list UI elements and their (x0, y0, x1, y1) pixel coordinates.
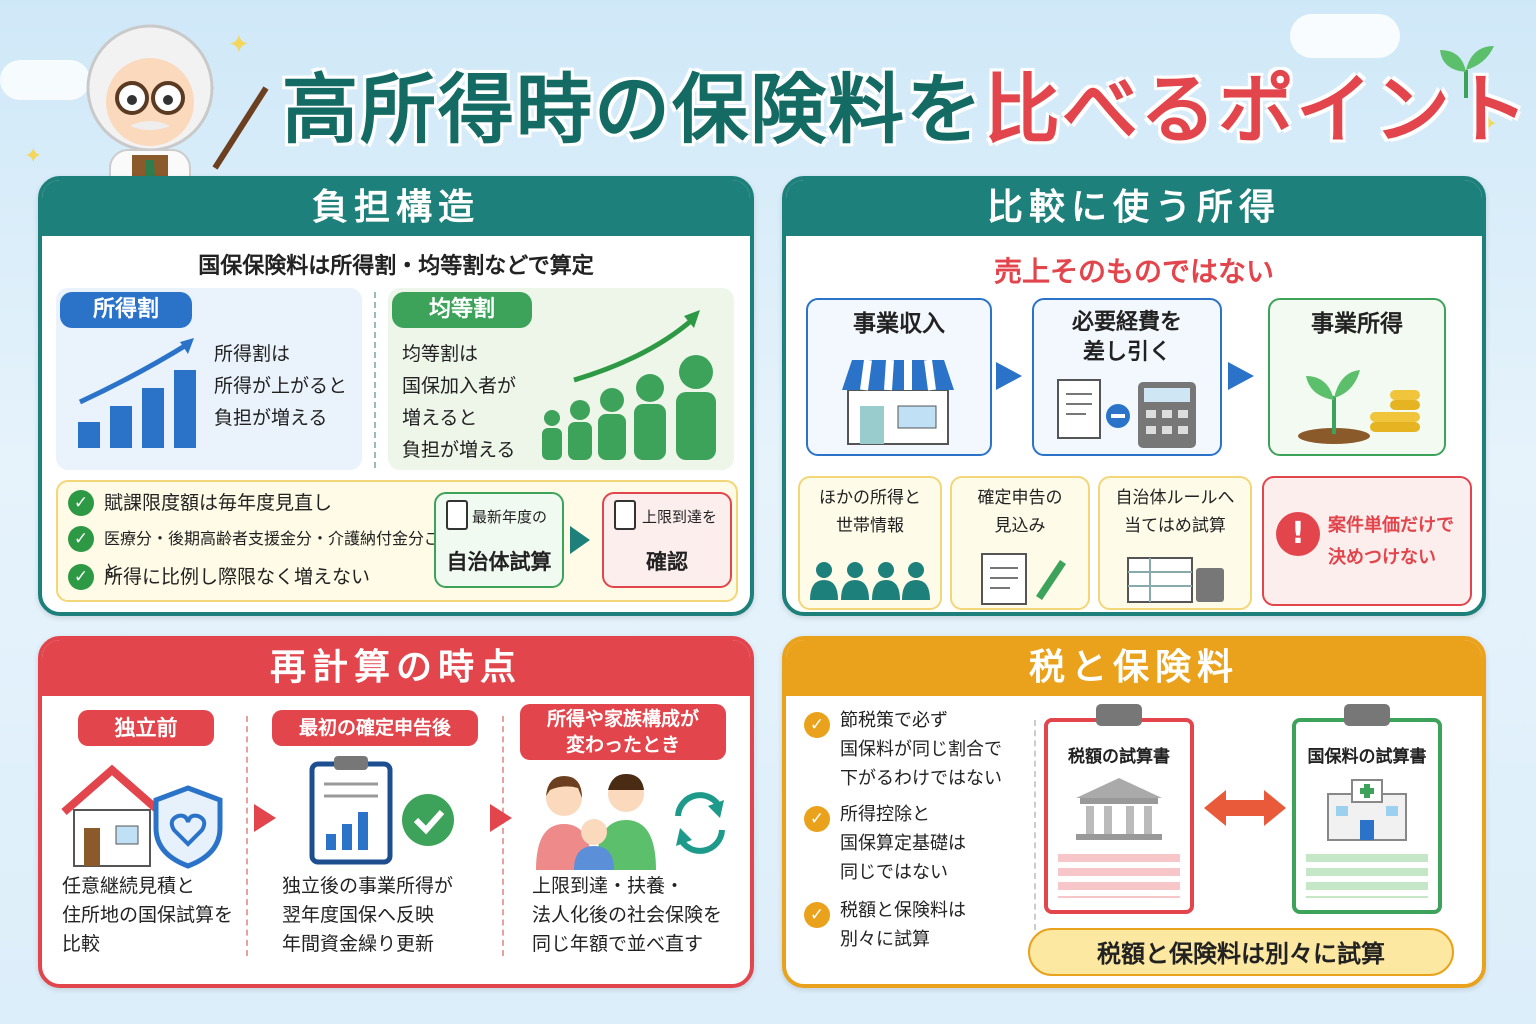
page-title: 高所得時の保険料を比べるポイント (282, 48, 1530, 158)
bar-chart-icon (76, 336, 206, 450)
divider (374, 292, 376, 468)
people-growth-icon (538, 306, 734, 462)
recalc-panel: 再計算の時点 独立前 任意継続見積と 住所地の国保試算を 比較 最初の確定申告後… (38, 636, 754, 988)
confirm-top: 上限到達を (642, 508, 718, 526)
divider (502, 716, 504, 956)
cloud-right (1290, 14, 1400, 58)
income-compare-heading: 比較に使う所得 (786, 180, 1482, 236)
equal-text: 均等割は 国保加入者が 増えると 負担が増える (402, 343, 517, 461)
clip-icon (1096, 704, 1142, 726)
check-icon: ✓ (68, 526, 94, 552)
tax-doc-title: 税額の試算書 (1068, 747, 1170, 767)
document-pen-icon (980, 550, 1070, 606)
card-municipal-rules-label: 自治体ルールへ 当てはめ試算 (1115, 488, 1235, 536)
check-icon: ✓ (68, 564, 94, 590)
arrow-right-icon (254, 804, 276, 832)
sparkle-icon: ✦ (228, 30, 250, 60)
hospital-icon (1324, 776, 1410, 842)
warning-text: 案件単価だけで 決めつけない (1328, 515, 1454, 568)
divider (1034, 720, 1036, 930)
clip-icon (1344, 704, 1390, 726)
burden-panel: 負担構造 国保保険料は所得割・均等割などで算定 所得割 所得割は 所得が上がると… (38, 176, 754, 616)
spreadsheet-calculator-icon (1126, 556, 1226, 604)
arrow-right-icon (490, 804, 512, 832)
tax-check-1: 節税策で必ず 国保料が同じ割合で 下がるわけではない (840, 710, 1002, 789)
household-icon (808, 558, 932, 602)
insurance-doc-title: 国保料の試算書 (1307, 747, 1427, 767)
recalc-heading: 再計算の時点 (42, 640, 750, 696)
step-label-before: 独立前 (78, 710, 214, 746)
step-label-change: 所得や家族構成が 変わったとき (520, 704, 726, 760)
step-text-before: 任意継続見積と 住所地の国保試算を 比較 (62, 875, 234, 955)
card-tax-return-label: 確定申告の 見込み (977, 488, 1063, 536)
tax-banner: 税額と保険料は別々に試算 (1028, 928, 1454, 976)
document-minus-calculator-icon (1056, 376, 1206, 452)
check-icon: ✓ (68, 490, 94, 516)
tax-check-3: 税額と保険料は 別々に試算 (840, 900, 966, 950)
step-text-change: 上限到達・扶養・ 法人化後の社会保険を 同じ年額で並べ直す (532, 875, 723, 955)
title-part2: 比べるポイント (984, 65, 1530, 154)
income-text: 所得割は 所得が上がると 負担が増える (214, 343, 348, 429)
sparkle-icon: ✦ (24, 144, 43, 169)
burden-check-3: 所得に比例し際限なく増えない (104, 566, 371, 588)
table-lines (1058, 854, 1180, 898)
step-label-first-filing: 最初の確定申告後 (272, 710, 478, 746)
family-refresh-icon (528, 766, 728, 870)
flow-business-income-label: 事業所得 (1311, 311, 1403, 337)
divider (246, 716, 248, 956)
confirm-bottom: 確認 (646, 550, 688, 574)
arrow-right-icon (1228, 362, 1254, 390)
income-tag: 所得割 (60, 292, 192, 328)
callout: 売上そのものではない (993, 255, 1274, 288)
equal-tag: 均等割 (392, 292, 532, 328)
check-icon: ✓ (804, 902, 830, 928)
flow-revenue-label: 事業収入 (853, 311, 945, 337)
burden-heading: 負担構造 (42, 180, 750, 236)
bidirectional-arrow-icon (1204, 788, 1286, 828)
flow-expenses-label: 必要経費を 差し引く (1071, 310, 1182, 365)
latest-calc-top: 最新年度の (472, 508, 548, 526)
income-compare-panel: 比較に使う所得 売上そのものではない 事業収入 必要経費を 差し引く 事業所得 (782, 176, 1486, 616)
cloud-left (0, 60, 90, 100)
burden-check-1: 賦課限度額は毎年度見直し (104, 492, 333, 514)
document-icon (614, 500, 636, 530)
tax-check-2: 所得控除と 国保算定基礎は 同じではない (840, 804, 966, 883)
burden-check-2: 医療分・後期高齢者支援金分・介護納付金分ごと (104, 529, 441, 580)
check-icon: ✓ (804, 712, 830, 738)
tax-panel: 税と保険料 ✓ 節税策で必ず 国保料が同じ割合で 下がるわけではない ✓ 所得控… (782, 636, 1486, 988)
burden-subtitle: 国保保険料は所得割・均等割などで算定 (198, 254, 594, 279)
house-shield-icon (60, 758, 230, 870)
shop-icon (838, 350, 958, 446)
title-part1: 高所得時の保険料を (282, 65, 984, 154)
tax-heading: 税と保険料 (786, 640, 1482, 696)
clipboard-chart-icon (308, 754, 458, 866)
sprout-icon (1432, 40, 1502, 100)
step-text-first-filing: 独立後の事業所得が 翌年度国保へ反映 年間資金繰り更新 (282, 875, 454, 955)
warning-icon: ! (1276, 512, 1320, 556)
check-icon: ✓ (804, 806, 830, 832)
government-building-icon (1072, 776, 1166, 842)
arrow-right-icon (570, 526, 590, 554)
latest-calc-bottom: 自治体試算 (446, 550, 552, 574)
arrow-right-icon (996, 362, 1022, 390)
card-other-income-label: ほかの所得と 世帯情報 (819, 488, 921, 536)
document-icon (446, 500, 468, 530)
sparkle-icon: ✦ (1478, 110, 1499, 138)
table-lines (1306, 854, 1428, 898)
sprout-coins-icon (1294, 356, 1424, 446)
